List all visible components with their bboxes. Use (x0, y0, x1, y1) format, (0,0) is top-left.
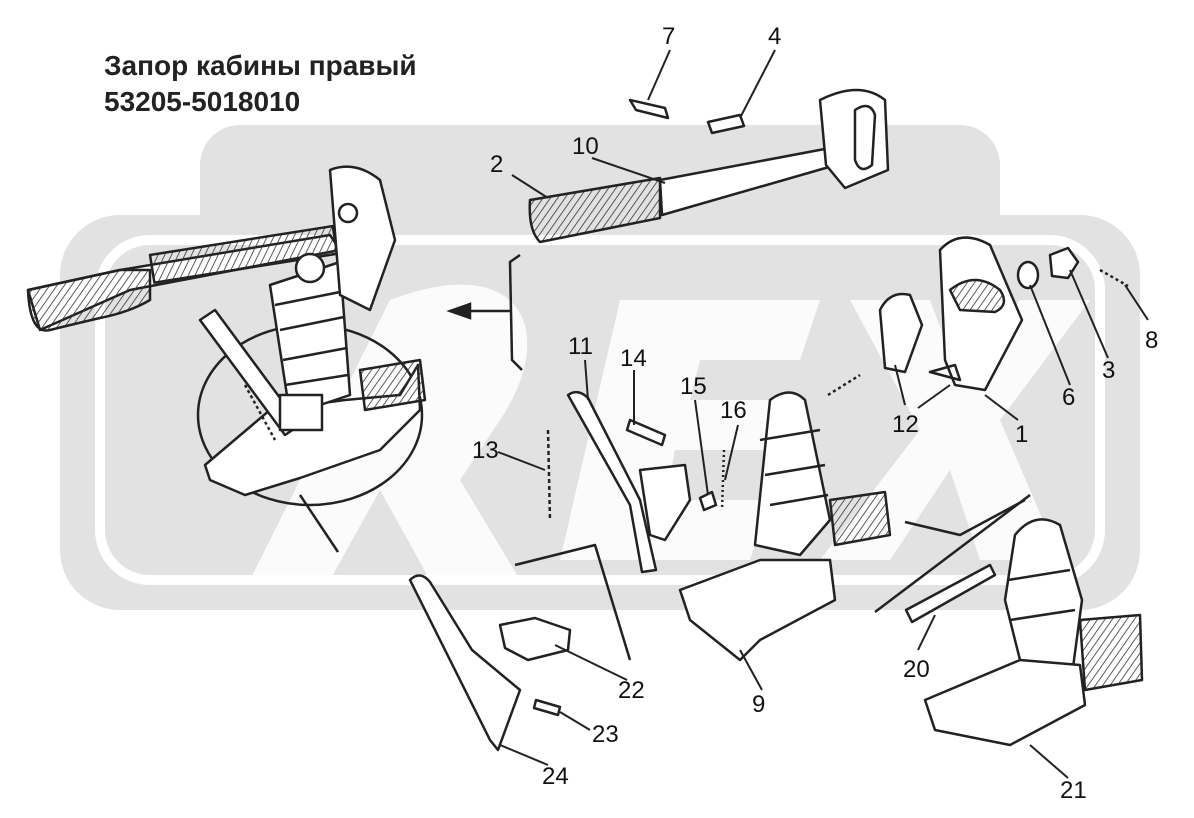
callout-3: 3 (1102, 357, 1115, 384)
callout-20: 20 (903, 656, 930, 683)
callout-11: 11 (568, 333, 593, 360)
callout-12: 12 (892, 411, 919, 438)
diagram-title: Запор кабины правый (104, 50, 417, 81)
handle-part (528, 88, 890, 244)
callout-9: 9 (752, 691, 765, 718)
pawl-group (408, 574, 572, 752)
callout-1: 1 (1015, 421, 1028, 448)
callout-16: 16 (720, 397, 747, 424)
leader-lines (497, 49, 1149, 779)
callout-8: 8 (1145, 327, 1158, 354)
callout-21: 21 (1060, 777, 1087, 804)
middle-parts (514, 390, 726, 661)
bracket-part-9 (678, 373, 892, 662)
assembled-lock (26, 165, 427, 553)
bracket-part-21 (874, 494, 1144, 747)
callout-22: 22 (618, 677, 645, 704)
part-number: 53205-5018010 (104, 86, 301, 117)
callout-10: 10 (572, 133, 599, 160)
callout-6: 6 (1062, 384, 1075, 411)
callout-2: 2 (490, 151, 503, 178)
callout-15: 15 (680, 373, 707, 400)
callout-13: 13 (472, 437, 499, 464)
callout-24: 24 (542, 763, 569, 790)
callout-4: 4 (768, 23, 781, 50)
cam-plate-group (878, 236, 1129, 392)
callout-23: 23 (592, 721, 619, 748)
callout-14: 14 (620, 345, 647, 372)
callout-7: 7 (662, 23, 675, 50)
direction-arrow (446, 253, 523, 371)
callout-labels: 7 4 2 10 11 14 15 16 13 12 1 6 3 8 22 23… (472, 23, 1158, 804)
